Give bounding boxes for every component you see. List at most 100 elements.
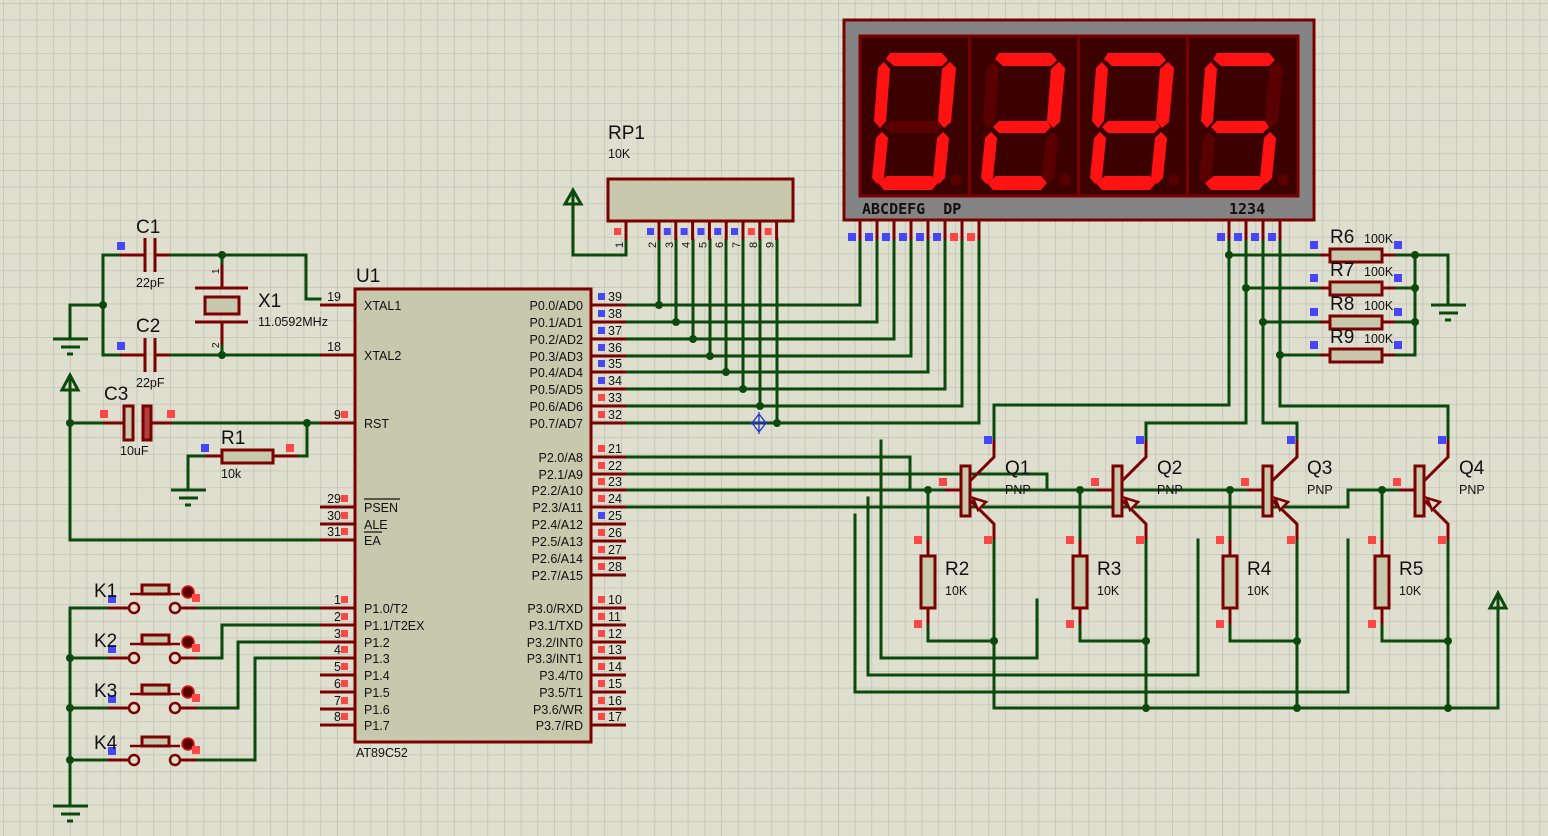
mcu-pin-7[interactable]: 7P1.6	[320, 694, 390, 717]
button-actuator-icon[interactable]	[181, 585, 195, 599]
mcu-pin-3[interactable]: 3P1.2	[320, 627, 390, 650]
rp1-pin-8: 8	[747, 221, 762, 248]
button-actuator-icon[interactable]	[181, 737, 195, 751]
capacitor-c1[interactable]: C1 22pF	[117, 217, 170, 290]
segment-g	[1102, 121, 1160, 133]
capacitor-c2[interactable]: C2 22pF	[117, 316, 170, 390]
pin-number: 14	[608, 660, 622, 674]
mcu-pin-4[interactable]: 4P1.3	[320, 643, 390, 666]
emitter-arrow-icon	[970, 496, 989, 513]
pushbutton-k3[interactable]: K3	[94, 681, 200, 715]
pin-name: P1.7	[364, 719, 390, 733]
probe-cursor-icon[interactable]	[750, 412, 768, 434]
segment-f	[1201, 62, 1217, 128]
pushbutton-k4[interactable]: K4	[94, 733, 200, 767]
mcu-u1[interactable]: U1 AT89C52 19XTAL118XTAL29RST29PSEN30ALE…	[320, 266, 626, 760]
emitter-arrow-icon	[1122, 496, 1141, 513]
pin-name: P0.7/AD7	[529, 417, 583, 431]
mcu-pin-6[interactable]: 6P1.5	[320, 677, 390, 700]
pin-number: 35	[608, 357, 622, 371]
pin-number: 24	[608, 492, 622, 506]
power-symbol	[1487, 589, 1509, 610]
pin-name: P3.7/RD	[536, 719, 583, 733]
capacitor-c3[interactable]: C3 10uF	[100, 384, 175, 458]
resistor-r1[interactable]: R1 10k	[201, 428, 298, 481]
pin-name: P3.0/RXD	[527, 602, 583, 616]
pin-number: 10	[608, 593, 622, 607]
digit-4	[1186, 37, 1289, 195]
pushbutton-k2[interactable]: K2	[94, 631, 200, 665]
crystal-x1[interactable]: X1 11.0592MHz 1 2	[195, 265, 328, 348]
power-symbol	[59, 371, 81, 392]
mcu-pin-1[interactable]: 1P1.0/T2	[320, 593, 408, 616]
segment-f	[1092, 62, 1108, 128]
button-actuator-icon[interactable]	[181, 685, 195, 699]
button-actuator-icon[interactable]	[181, 635, 195, 649]
rp1-pin-2: 2	[647, 221, 661, 248]
seven-segment-display[interactable]: ABCDEFG DP 1234	[842, 18, 1316, 241]
pin-name: RST	[364, 417, 389, 431]
segment-e	[872, 132, 888, 184]
segment-g	[993, 121, 1051, 133]
mcu-pin-2[interactable]: 2P1.1/T2EX	[320, 610, 425, 633]
r6-value: 100K	[1364, 232, 1394, 246]
pin-name: P1.6	[364, 703, 390, 717]
mcu-pin-8[interactable]: 8P1.7	[320, 710, 390, 733]
pin-number: 39	[608, 290, 622, 304]
pushbutton-k1[interactable]: K1	[94, 581, 200, 615]
c3-ref: C3	[104, 384, 128, 405]
pin-number: 13	[608, 643, 622, 657]
pin-name: P3.6/WR	[533, 703, 583, 717]
segment-c	[1042, 132, 1058, 184]
r5-value: 10K	[1399, 584, 1422, 598]
mcu-pin-5[interactable]: 5P1.4	[320, 660, 390, 683]
r1-ref: R1	[221, 428, 245, 449]
pin-name: P1.5	[364, 686, 390, 700]
segment-d	[1096, 176, 1156, 190]
